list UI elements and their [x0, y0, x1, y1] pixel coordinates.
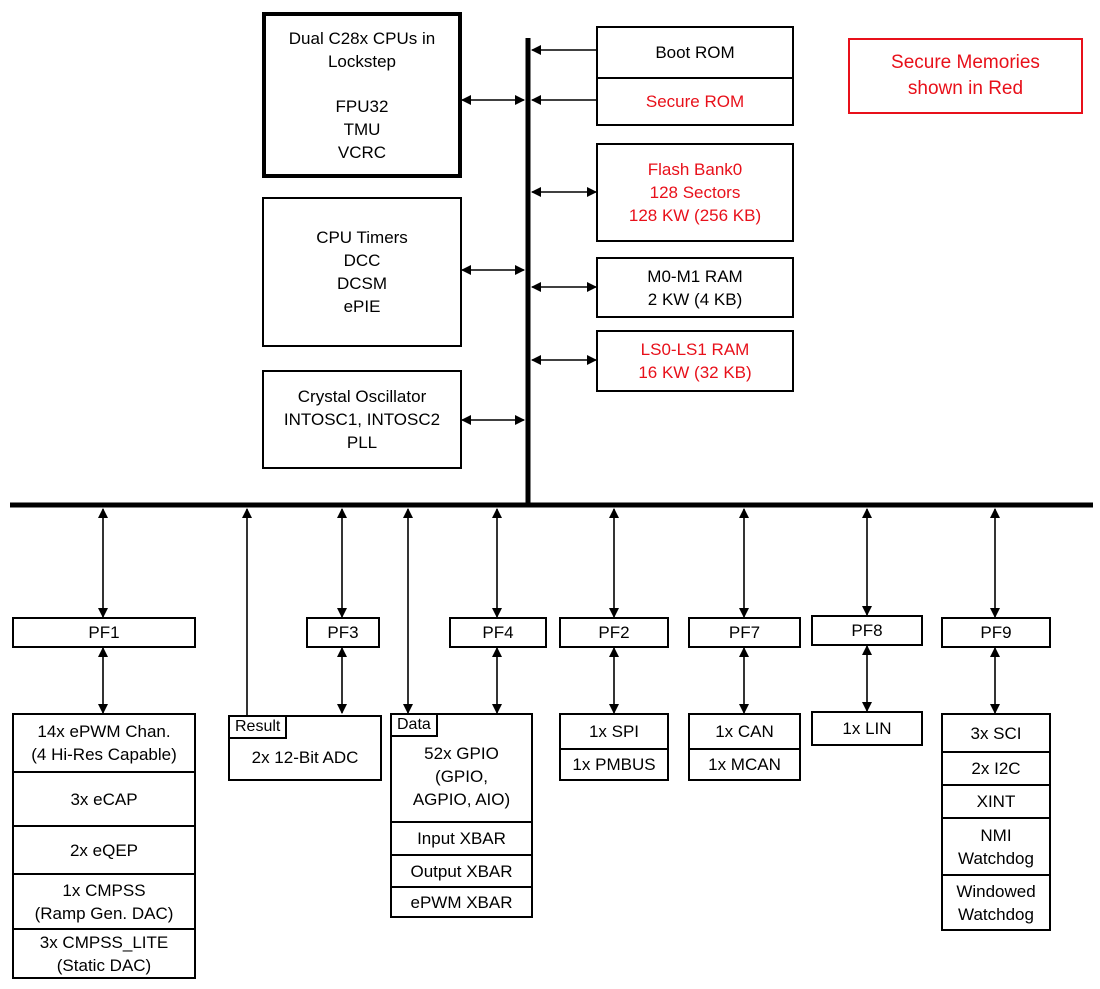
pf2-module-stack: 1x SPI 1x PMBUS	[559, 713, 669, 781]
secure-memory-legend: Secure Memories shown in Red	[848, 38, 1083, 114]
i2c-module: 2x I2C	[943, 751, 1049, 784]
spi-module: 1x SPI	[588, 722, 640, 741]
secure-rom: Secure ROM	[598, 77, 792, 124]
gpio-module: 52x GPIO (GPIO, AGPIO, AIO)	[412, 743, 511, 809]
cpu-timers-block: CPU Timers DCC DCSM ePIE	[262, 197, 462, 347]
rom-stack: Boot ROM Secure ROM	[596, 26, 794, 126]
output-xbar: Output XBAR	[392, 854, 531, 886]
adc-label: 2x 12-Bit ADC	[251, 748, 359, 767]
pf7-frame: PF7	[688, 617, 801, 648]
pf3-frame: PF3	[306, 617, 380, 648]
mcan-module: 1x MCAN	[690, 748, 799, 779]
pf1-frame: PF1	[12, 617, 196, 648]
pf9-frame: PF9	[941, 617, 1051, 648]
windowed-watchdog-module: Windowed Watchdog	[943, 874, 1049, 929]
gpio-module-stack: 52x GPIO (GPIO, AGPIO, AIO) Input XBAR O…	[390, 713, 533, 918]
pf2-frame: PF2	[559, 617, 669, 648]
sci-module: 3x SCI	[970, 723, 1022, 743]
xint-module: XINT	[943, 784, 1049, 817]
lin-module: 1x LIN	[811, 711, 923, 746]
pf7-module-stack: 1x CAN 1x MCAN	[688, 713, 801, 781]
can-module: 1x CAN	[715, 722, 774, 741]
cpu-title: Dual C28x CPUs in Lockstep	[288, 28, 436, 71]
cmpss-lite-module: 3x CMPSS_LITE (Static DAC)	[14, 928, 194, 977]
input-xbar: Input XBAR	[392, 821, 531, 854]
eqep-module: 2x eQEP	[14, 825, 194, 873]
epwm-module: 14x ePWM Chan. (4 Hi-Res Capable)	[31, 722, 177, 764]
epwm-xbar: ePWM XBAR	[392, 886, 531, 916]
cpu-block: Dual C28x CPUs in Lockstep FPU32 TMU VCR…	[262, 12, 462, 178]
m0-m1-ram: M0-M1 RAM 2 KW (4 KB)	[596, 257, 794, 318]
cpu-features: FPU32 TMU VCRC	[335, 96, 389, 162]
boot-rom: Boot ROM	[655, 43, 735, 62]
gpio-data-tab: Data	[390, 713, 438, 737]
pf9-module-stack: 3x SCI 2x I2C XINT NMI Watchdog Windowed…	[941, 713, 1051, 931]
adc-result-tab: Result	[228, 715, 288, 739]
pf4-frame: PF4	[449, 617, 547, 648]
cmpss-module: 1x CMPSS (Ramp Gen. DAC)	[14, 873, 194, 928]
pmbus-module: 1x PMBUS	[561, 748, 667, 779]
pf8-frame: PF8	[811, 615, 923, 646]
nmi-watchdog-module: NMI Watchdog	[943, 817, 1049, 874]
ls0-ls1-ram: LS0-LS1 RAM 16 KW (32 KB)	[596, 330, 794, 392]
pf1-module-stack: 14x ePWM Chan. (4 Hi-Res Capable) 3x eCA…	[12, 713, 196, 979]
flash-bank0: Flash Bank0 128 Sectors 128 KW (256 KB)	[596, 143, 794, 242]
clock-block: Crystal Oscillator INTOSC1, INTOSC2 PLL	[262, 370, 462, 469]
ecap-module: 3x eCAP	[14, 771, 194, 825]
